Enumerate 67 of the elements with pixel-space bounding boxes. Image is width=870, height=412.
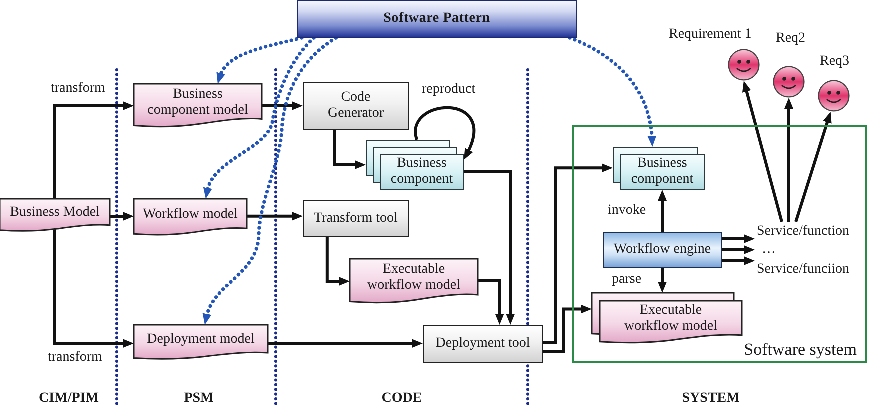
- arrow: [54, 229, 134, 348]
- dashed-arrow: [568, 36, 656, 147]
- arrow: [262, 102, 303, 110]
- document-shape: [134, 325, 268, 360]
- node-label: Business Model: [10, 204, 100, 220]
- service-label: Service/function: [755, 222, 855, 242]
- phase-label: SYSTEM: [682, 391, 740, 406]
- dashed-arrow: [203, 36, 338, 325]
- service-label: Service/funciion: [755, 260, 855, 280]
- node-label: Business component: [390, 156, 454, 188]
- node-label: Business component: [630, 156, 695, 188]
- system-frame: [572, 125, 867, 363]
- arrow: [326, 237, 350, 286]
- arrow: [110, 212, 134, 221]
- arrow: [722, 256, 755, 266]
- node-label: Workflow engine: [614, 242, 712, 258]
- dashed-arrow: [204, 36, 316, 199]
- node-label: Deployment model: [147, 332, 255, 348]
- arrow: [247, 212, 303, 221]
- arrow: [742, 81, 784, 222]
- process-box: [303, 82, 409, 130]
- node-label: Software Pattern: [384, 11, 490, 27]
- stacked-documents: [592, 293, 742, 344]
- smiley-face-icon: [773, 66, 805, 98]
- document-shape: [134, 199, 247, 236]
- arrow: [464, 170, 516, 325]
- process-box: [423, 325, 543, 363]
- edge-label: reproduct: [421, 82, 477, 98]
- node-label: Code Generator: [327, 90, 385, 122]
- arrow: [784, 98, 794, 222]
- ellipsis-text: …: [755, 243, 783, 257]
- process-box: [303, 200, 409, 237]
- arrow: [658, 190, 667, 232]
- requirement-label: Requirement 1: [669, 27, 752, 42]
- phase-label: PSM: [184, 391, 214, 406]
- smiley-face-icon: [728, 49, 760, 81]
- frame-title: Software system: [744, 341, 857, 360]
- phase-label: CODE: [382, 391, 422, 406]
- document-shape: [0, 199, 110, 232]
- arrow: [794, 112, 832, 222]
- dashed-arrow: [217, 36, 304, 84]
- node-label: Workflow model: [143, 206, 238, 222]
- arrow: [333, 130, 366, 170]
- loop-arrow: [414, 106, 476, 160]
- node-label: Deployment tool: [436, 336, 530, 352]
- arrow: [54, 102, 134, 199]
- arrow: [543, 164, 613, 344]
- arrow: [722, 234, 755, 244]
- document-shape: [350, 259, 478, 304]
- arrow: [722, 246, 755, 254]
- node-label: Executable workflow model: [624, 303, 718, 335]
- requirement-label: Req3: [820, 54, 850, 70]
- requirement-label: Req2: [776, 31, 806, 46]
- arrow: [268, 339, 423, 348]
- arrow: [478, 279, 504, 325]
- document-shape: [134, 84, 262, 128]
- node-label: Business component model: [146, 86, 250, 118]
- node-label: Transform tool: [314, 210, 398, 226]
- node-label: Executable workflow model: [366, 262, 462, 294]
- engine-box: [603, 232, 722, 268]
- pattern-banner: [297, 0, 577, 38]
- phase-label: CIM/PIM: [39, 391, 99, 406]
- arrow: [543, 304, 592, 354]
- smiley-face-icon: [818, 80, 850, 112]
- stacked-cards: [613, 147, 705, 190]
- stacked-cards: [366, 140, 464, 190]
- arrow: [658, 268, 667, 293]
